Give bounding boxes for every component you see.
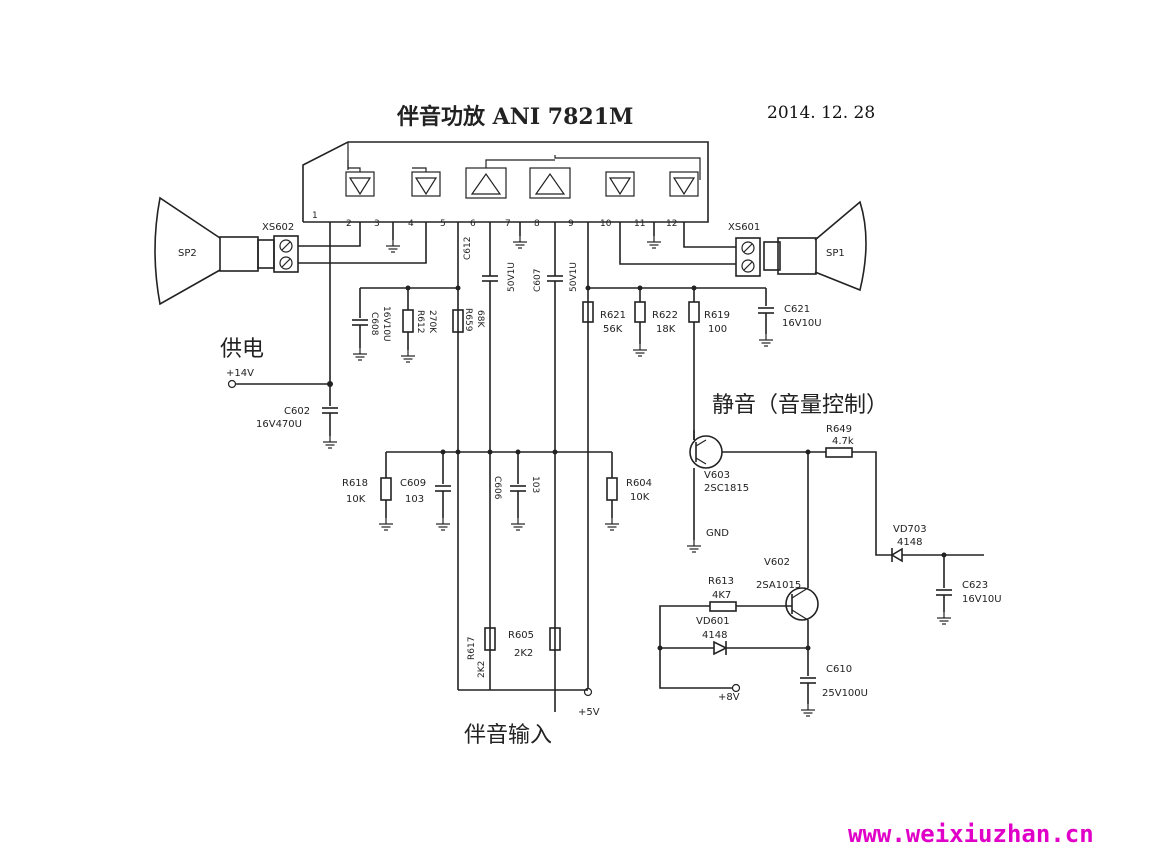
speaker-sp1: SP1 <box>763 200 867 292</box>
v602-name: V602 <box>764 557 790 568</box>
r604-name: R604 <box>626 478 652 489</box>
c607-name: C607 <box>533 269 543 292</box>
c602-value: 16V470U <box>256 419 302 430</box>
r618-value: 10K <box>346 494 366 505</box>
v602-value: 2SA1015 <box>756 580 801 591</box>
pin9-network: R621 56K R622 18K R619 100 C621 16V10U <box>582 222 822 688</box>
ic-pin-labels: 1 2 3 4 5 6 7 8 9 10 11 12 <box>312 211 677 229</box>
input-coupling-caps: C612 50V1U C607 50V1U <box>463 222 579 690</box>
vd703-value: 4148 <box>897 537 922 548</box>
input-section-label: 伴音输入 <box>464 723 552 748</box>
c608-name: C608 <box>369 312 379 336</box>
connector-xs602-label: XS602 <box>262 222 294 233</box>
r621-name: R621 <box>600 310 626 321</box>
pin-7: 7 <box>505 219 511 229</box>
r619-value: 100 <box>708 324 727 335</box>
pin-5: 5 <box>440 219 446 229</box>
pin-10: 10 <box>600 219 612 229</box>
speaker-sp1-label: SP1 <box>826 248 845 259</box>
c623-value: 16V10U <box>962 594 1002 605</box>
r621-value: 56K <box>603 324 623 335</box>
rail-14v-label: +14V <box>226 368 254 379</box>
speaker-wiring <box>298 222 736 265</box>
r604-value: 10K <box>630 492 650 503</box>
v603-value: 2SC1815 <box>704 483 749 494</box>
c612-value: 50V1U <box>507 262 517 292</box>
pin-ground-stubs <box>385 222 662 253</box>
pin-12: 12 <box>666 219 677 229</box>
mute-transistor-v603: V603 2SC1815 GND <box>686 430 811 553</box>
r618-name: R618 <box>342 478 368 489</box>
input-bias-network: R618 10K C609 103 C606 103 R604 10K <box>342 449 652 531</box>
c608-value: 16V10U <box>381 306 391 342</box>
c623-name: C623 <box>962 580 988 591</box>
r617-name: R617 <box>467 637 477 660</box>
r649-name: R649 <box>826 424 852 435</box>
c612-name: C612 <box>463 237 473 260</box>
mute-control-network: R649 4.7k VD703 4148 C623 16V10U <box>808 424 1002 625</box>
connector-xs601-label: XS601 <box>728 222 760 233</box>
mute-section-label: 静音（音量控制） <box>712 393 888 418</box>
pin-2: 2 <box>346 219 352 229</box>
c609-value: 103 <box>405 494 424 505</box>
pin6-bias-network: C608 16V10U R612 270K R659 68K <box>351 222 485 690</box>
r612-name: R612 <box>415 310 425 333</box>
r613-value: 4K7 <box>712 590 731 601</box>
r605-value: 2K2 <box>514 648 533 659</box>
c609-name: C609 <box>400 478 426 489</box>
v603-name: V603 <box>704 470 730 481</box>
c606-value: 103 <box>530 476 540 493</box>
switch-transistor-v602: V602 2SA1015 R613 4K7 VD601 4148 C610 25… <box>657 452 868 717</box>
c621-name: C621 <box>784 304 810 315</box>
r622-value: 18K <box>656 324 676 335</box>
c607-value: 50V1U <box>569 262 579 292</box>
r619-name: R619 <box>704 310 730 321</box>
watermark: www.weixiuzhan.cn <box>848 820 1094 848</box>
speaker-sp2: SP2 <box>154 196 275 306</box>
schematic-date: 2014. 12. 28 <box>767 103 875 123</box>
c610-name: C610 <box>826 664 852 675</box>
vd601-value: 4148 <box>702 630 727 641</box>
amplifier-ic <box>302 141 709 223</box>
power-section-label: 供电 <box>220 337 264 362</box>
r612-value: 270K <box>427 310 437 334</box>
pin-1: 1 <box>312 211 318 221</box>
schematic-title: 伴音功放 ANI 7821M <box>396 104 633 130</box>
r622-name: R622 <box>652 310 678 321</box>
gnd-label: GND <box>706 528 729 539</box>
vd601-name: VD601 <box>696 616 730 627</box>
pin-8: 8 <box>534 219 540 229</box>
r617-value: 2K2 <box>477 661 487 678</box>
c610-value: 25V100U <box>822 688 868 699</box>
connector-xs601: XS601 <box>728 222 761 277</box>
r659-name: R659 <box>463 308 473 332</box>
pin-4: 4 <box>408 219 414 229</box>
r605-name: R605 <box>508 630 534 641</box>
c621-value: 16V10U <box>782 318 822 329</box>
connector-xs602: XS602 <box>262 222 299 273</box>
supply-rail: +14V C602 16V470U <box>226 222 339 449</box>
rail-5v-label: +5V <box>578 707 600 718</box>
c606-name: C606 <box>492 476 502 500</box>
audio-input-network: R617 2K2 R605 2K2 +5V <box>458 627 600 718</box>
vd703-name: VD703 <box>893 524 927 535</box>
r613-name: R613 <box>708 576 734 587</box>
r659-value: 68K <box>475 310 485 328</box>
pin-6: 6 <box>470 219 476 229</box>
rail-8v-label: +8V <box>718 692 740 703</box>
speaker-sp2-label: SP2 <box>178 248 197 259</box>
pin-9: 9 <box>568 219 574 229</box>
pin-11: 11 <box>634 219 645 229</box>
pin-3: 3 <box>374 219 380 229</box>
c602-name: C602 <box>284 406 310 417</box>
r649-value: 4.7k <box>832 436 854 447</box>
